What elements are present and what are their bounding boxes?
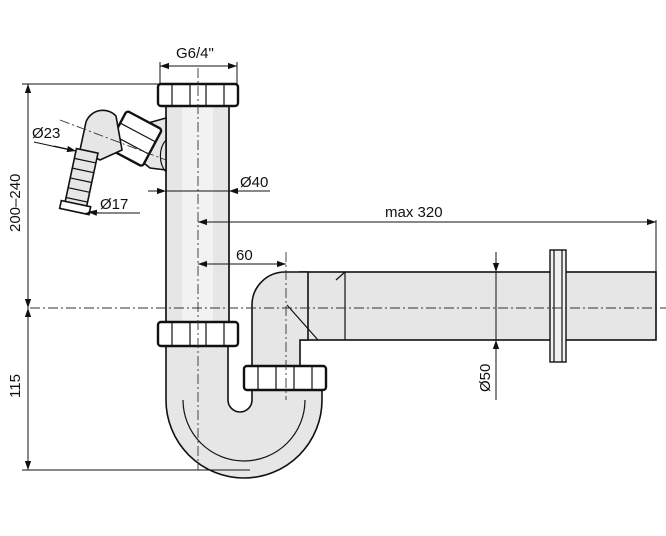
max-length-label: max 320 <box>385 204 443 221</box>
u-bend-trap <box>165 344 323 479</box>
thread-dimension <box>159 62 238 84</box>
hose-outer-dimension <box>33 141 77 153</box>
vertical-pipe <box>165 95 230 329</box>
hose-connector <box>58 109 163 216</box>
pipe-diameter-label: Ø40 <box>240 174 268 191</box>
hose-inner-label: Ø17 <box>100 196 128 213</box>
offset-label: 60 <box>236 247 253 264</box>
wall-flange <box>549 249 567 363</box>
hose-outer-label: Ø23 <box>32 125 60 142</box>
height-dimension <box>22 83 160 308</box>
outlet-elbow <box>251 271 319 376</box>
hose-inner-dimension <box>86 209 140 216</box>
lower-height-dimension <box>22 308 250 471</box>
height-range-label: 200–240 <box>7 174 24 232</box>
max-length-dimension <box>198 218 657 272</box>
thread-label: G6/4" <box>176 45 214 62</box>
outlet-nut <box>242 364 328 392</box>
hose-axis <box>59 119 167 161</box>
outlet-diameter-label: Ø50 <box>477 364 494 392</box>
outlet-pipe <box>299 271 657 341</box>
lower-height-label: 115 <box>7 374 24 398</box>
